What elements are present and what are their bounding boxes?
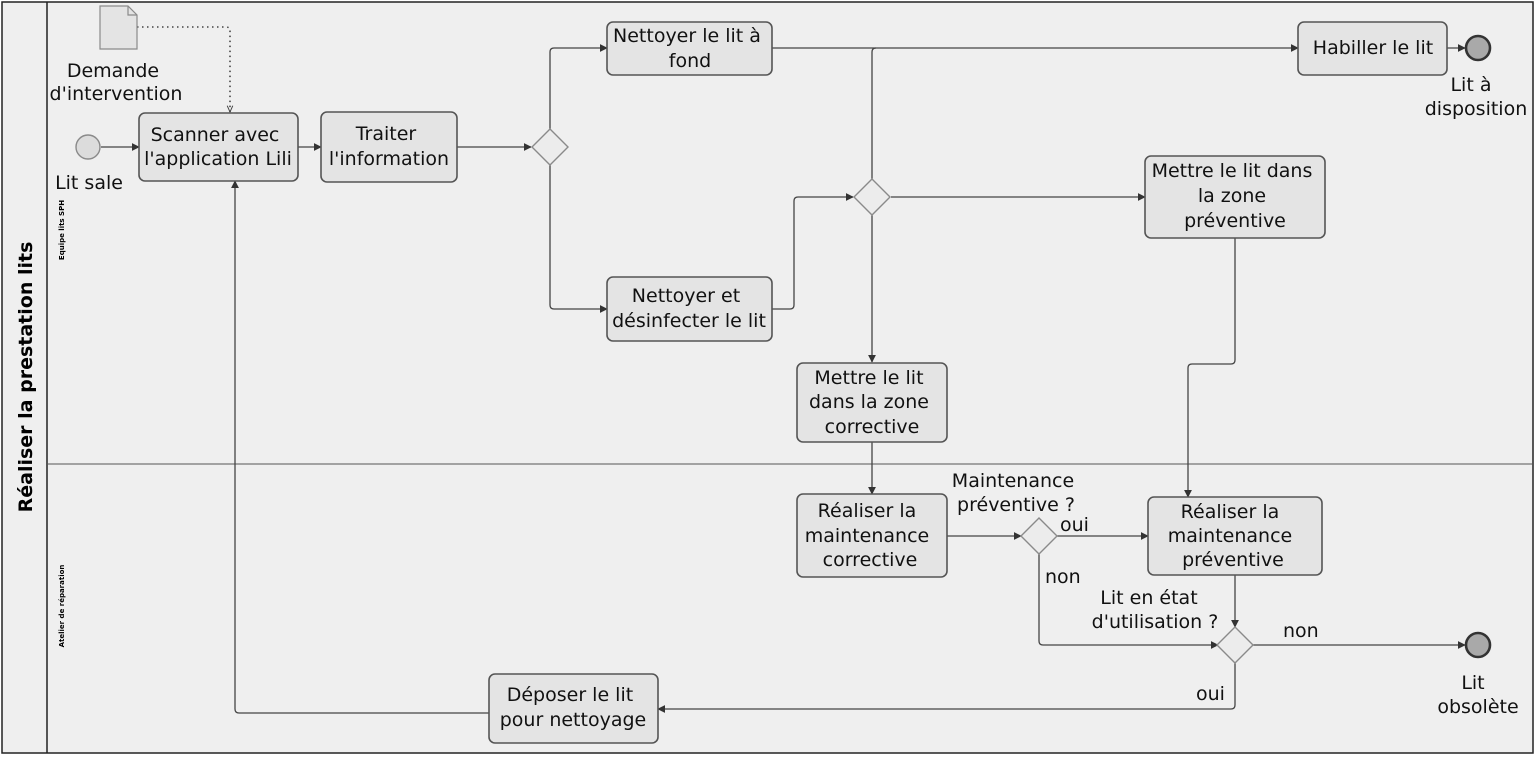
flow-zone-preventive-to-maint-preventive (1184, 238, 1236, 498)
document-label: Demande d'intervention (50, 60, 183, 105)
document-icon (99, 5, 138, 50)
task-maint-preventive: Réaliser la maintenance préventive (1147, 496, 1323, 576)
svg-text:Nettoyer et désinfecter: Nettoyer et désinfecter le lit (612, 285, 766, 332)
flow-gateway2-to-habiller (871, 47, 877, 179)
gateway-maintenance-preventive (1020, 517, 1058, 555)
svg-text:Scanner avec l'applicati: Scanner avec l'application Lili (144, 124, 292, 170)
lane-title-atelier: Atelier de réparation (58, 565, 66, 648)
flow-label-non-etat: non (1283, 620, 1319, 642)
task-maint-corrective: Réaliser la maintenance corrective (796, 493, 948, 578)
end-event-obsolete (1464, 631, 1492, 659)
gateway-after-traiter (531, 128, 569, 166)
svg-text:Nettoyer le lit à fond: Nettoyer le lit à fond (613, 25, 767, 72)
flow-label-non-maint: non (1045, 566, 1081, 588)
flow-label-oui-etat: oui (1196, 683, 1225, 705)
lane-title-sph: Equipe lits SPH (58, 200, 66, 260)
task-scanner: Scanner avec l'application Lili (138, 112, 299, 182)
pool-title: Réaliser la prestation lits (15, 242, 37, 513)
task-traiter: Traiter l'information (320, 111, 458, 183)
start-event (75, 134, 101, 160)
start-event-label: Lit sale (55, 172, 123, 194)
flow-gateway3-to-gateway4 (1038, 554, 1219, 649)
gateway-maintenance-question: Maintenance préventive ? (952, 470, 1080, 516)
end-event-obsolete-label: Lit obsolète (1437, 672, 1518, 718)
task-deposer: Déposer le lit pour nettoyage (488, 673, 659, 744)
task-nettoyer-fond: Nettoyer le lit à fond (606, 21, 773, 76)
flow-gateway1-to-nettoyer-desinfecter (549, 165, 608, 313)
gateway-after-desinfecter (853, 178, 891, 216)
sequence-flows (101, 44, 1466, 714)
task-habiller: Habiller le lit (1297, 21, 1448, 76)
gateway-etat-question: Lit en état d'utilisation ? (1092, 587, 1219, 633)
association-document-to-scanner (137, 26, 230, 112)
flow-desinfecter-to-gateway2 (772, 193, 854, 310)
svg-text:Traiter l'information: Traiter l'information (329, 123, 449, 170)
end-event-disposition (1464, 34, 1492, 62)
flow-gateway4-to-deposer (657, 663, 1236, 713)
svg-text:Réaliser la maintenance: Réaliser la maintenance préventive (1168, 501, 1299, 571)
task-zone-corrective: Mettre le lit dans la zone corrective (796, 362, 948, 443)
end-event-disposition-label: Lit à disposition (1425, 74, 1528, 120)
task-nettoyer-desinfecter: Nettoyer et désinfecter le lit (606, 276, 773, 342)
svg-text:Réaliser la maintenance: Réaliser la maintenance corrective (805, 500, 936, 571)
flow-deposer-to-scanner (231, 180, 489, 714)
svg-text:Déposer le lit pour nett: Déposer le lit pour nettoyage (500, 684, 646, 731)
svg-text:Habiller le lit: Habiller le lit (1313, 37, 1433, 59)
task-zone-preventive: Mettre le lit dans la zone préventive (1144, 155, 1326, 239)
svg-text:Mettre le lit dans la zo: Mettre le lit dans la zone corrective (809, 367, 935, 438)
flow-gateway1-to-nettoyer-fond (549, 44, 608, 129)
flow-label-oui-maint: oui (1060, 514, 1089, 536)
svg-text:Mettre le lit dans la zo: Mettre le lit dans la zone préventive (1152, 160, 1319, 232)
gateway-etat-utilisation (1216, 626, 1254, 664)
